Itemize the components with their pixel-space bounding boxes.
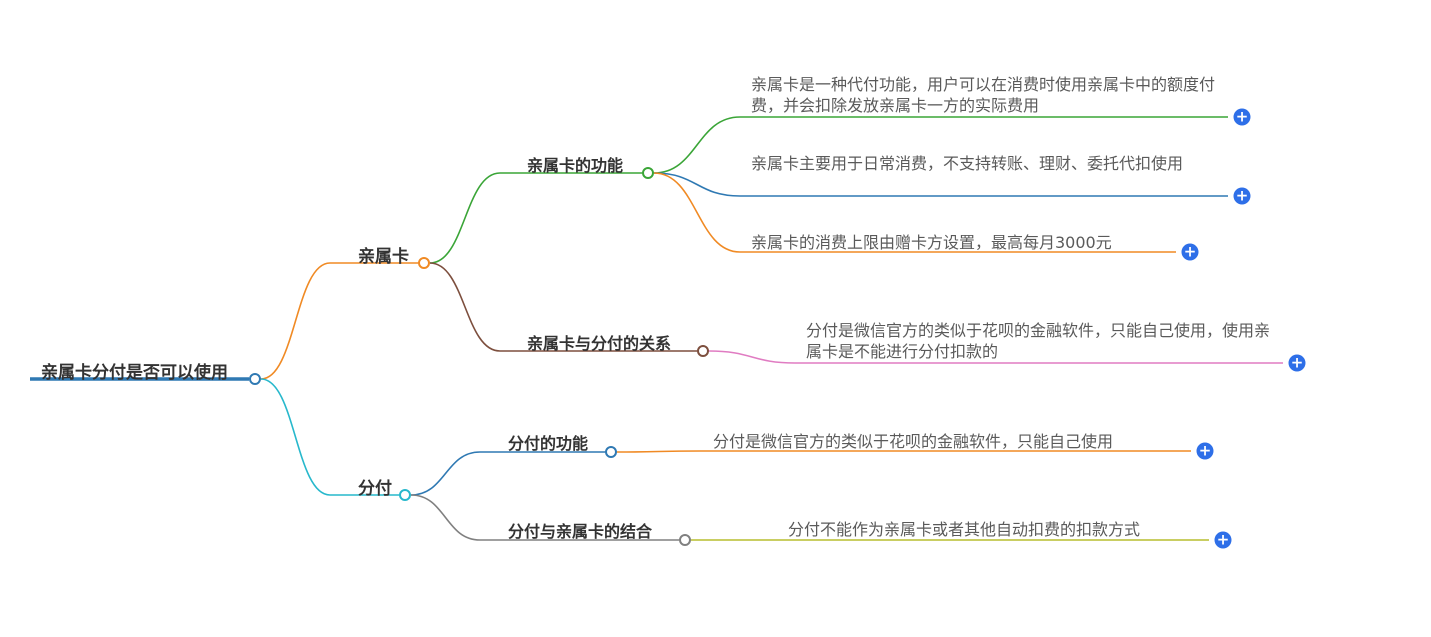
connector-qinshuka-relation <box>429 262 501 352</box>
topic-qinshuka[interactable]: 亲属卡 <box>358 247 409 267</box>
connector-root-qinshuka <box>260 262 331 380</box>
leaf-fenfu-not-for-qinshuka: 分付不能作为亲属卡或者其他自动扣费的扣款方式 <box>788 520 1141 539</box>
root-topic[interactable]: 亲属卡分付是否可以使用 <box>41 363 228 383</box>
leaf-fenfu-definition: 分付是微信官方的类似于花呗的金融软件，只能自己使用 <box>713 432 1114 451</box>
connector-leaf-definition <box>653 116 741 174</box>
connector-leaf-fenfu-def <box>616 450 701 453</box>
expand-plus-icon[interactable]: + <box>1288 354 1306 372</box>
subtopic-qinshuka-fenfu-relation-dot[interactable] <box>697 345 709 357</box>
subtopic-fenfu-function[interactable]: 分付的功能 <box>508 434 589 453</box>
topic-qinshuka-dot[interactable] <box>418 257 430 269</box>
subtopic-qinshuka-fenfu-relation[interactable]: 亲属卡与分付的关系 <box>527 334 672 353</box>
topic-fenfu[interactable]: 分付 <box>358 479 392 499</box>
subtopic-fenfu-qinshuka-combo-dot[interactable] <box>679 534 691 546</box>
connector-leaf-usage <box>653 172 741 197</box>
subtopic-fenfu-function-dot[interactable] <box>605 446 617 458</box>
connector-leaf-limit <box>653 172 741 253</box>
subtopic-qinshuka-function-dot[interactable] <box>642 167 654 179</box>
leaf-qinshuka-definition: 亲属卡是一种代付功能，用户可以在消费时使用亲属卡中的额度付费，并会扣除发放亲属卡… <box>751 75 1216 115</box>
leaf-qinshuka-usage: 亲属卡主要用于日常消费，不支持转账、理财、委托代扣使用 <box>751 154 1184 173</box>
subtopic-qinshuka-function[interactable]: 亲属卡的功能 <box>527 156 624 175</box>
expand-plus-icon[interactable]: + <box>1196 442 1214 460</box>
subtopic-fenfu-qinshuka-combo[interactable]: 分付与亲属卡的结合 <box>508 522 653 541</box>
connector-qinshuka-function <box>429 172 501 264</box>
root-toggle-dot[interactable] <box>249 373 261 385</box>
connector-leaf-relation <box>708 350 796 364</box>
leaf-fenfu-qinshuka-relation: 分付是微信官方的类似于花呗的金融软件，只能自己使用，使用亲属卡是不能进行分付扣款… <box>806 321 1271 361</box>
leaf-qinshuka-limit: 亲属卡的消费上限由赠卡方设置，最高每月3000元 <box>751 233 1112 252</box>
connector-fenfu-combo <box>410 494 481 541</box>
connector-fenfu-function <box>410 451 481 496</box>
expand-plus-icon[interactable]: + <box>1233 108 1251 126</box>
expand-plus-icon[interactable]: + <box>1181 243 1199 261</box>
expand-plus-icon[interactable]: + <box>1214 531 1232 549</box>
expand-plus-icon[interactable]: + <box>1233 187 1251 205</box>
topic-fenfu-dot[interactable] <box>399 489 411 501</box>
connector-root-fenfu <box>260 378 331 496</box>
